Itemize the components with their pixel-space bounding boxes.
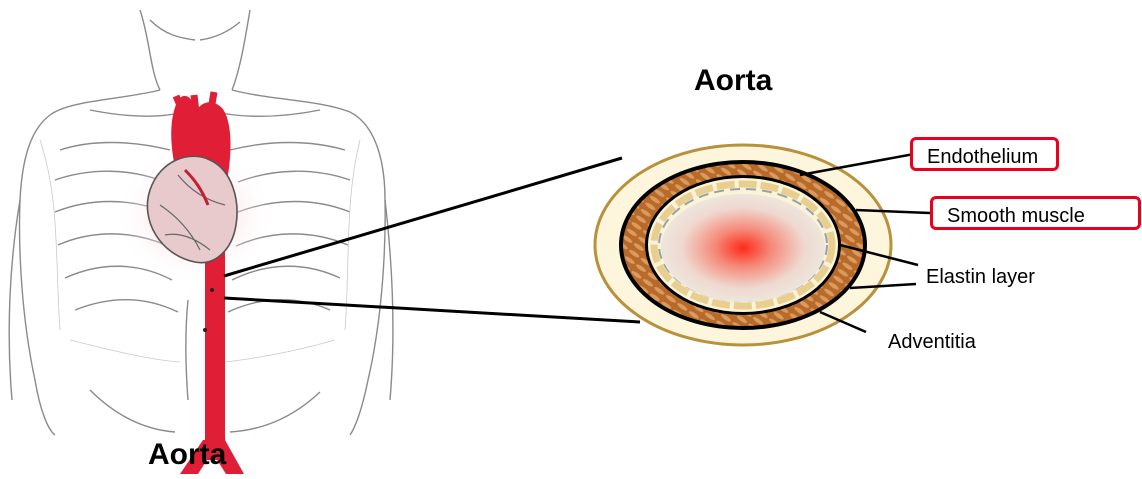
connector-line-top xyxy=(224,158,622,276)
lumen xyxy=(661,194,825,302)
body-title: Aorta xyxy=(148,438,226,472)
cross-section-title: Aorta xyxy=(694,64,772,98)
connector-line-bottom xyxy=(224,298,640,322)
label-endothelium: Endothelium xyxy=(910,137,1059,171)
label-elastin-layer: Elastin layer xyxy=(926,266,1035,289)
aorta-cross-section xyxy=(595,145,891,345)
label-adventitia: Adventitia xyxy=(888,331,976,354)
label-smooth-muscle: Smooth muscle xyxy=(930,196,1141,230)
